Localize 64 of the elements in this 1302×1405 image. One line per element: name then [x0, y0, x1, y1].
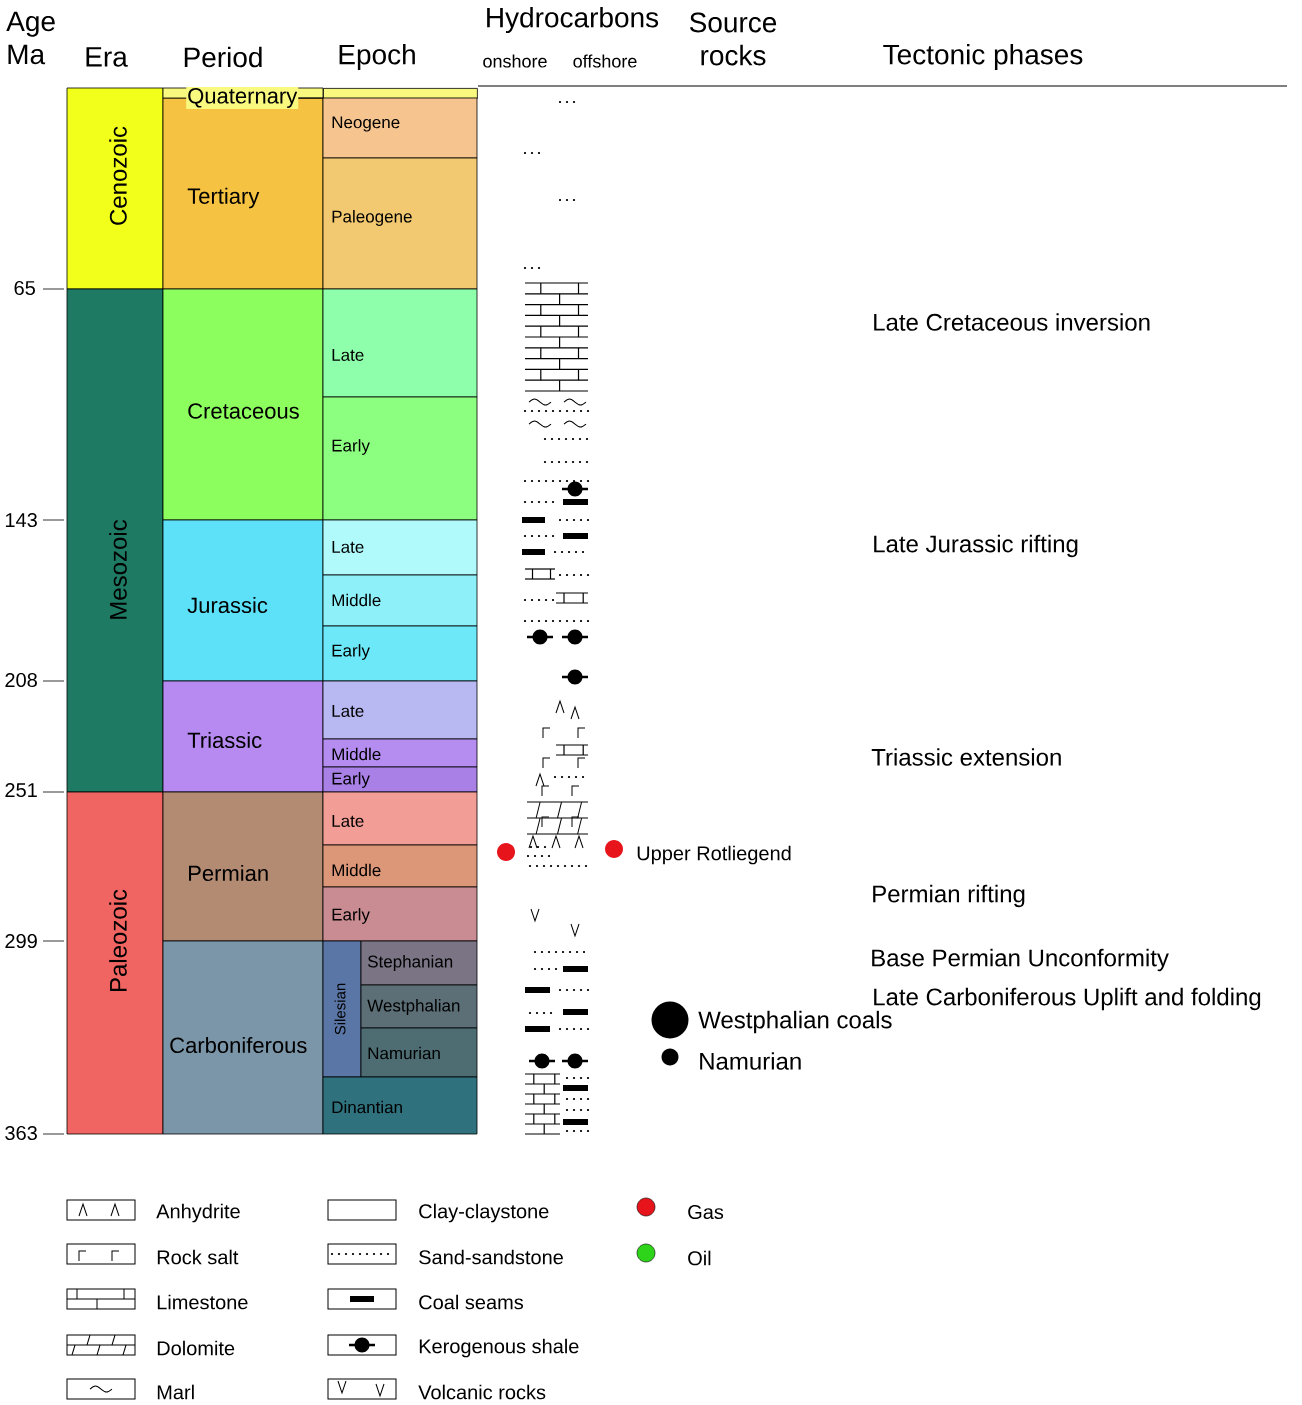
period-cell: Jurassic — [162, 519, 324, 682]
epoch-cell: Early — [322, 396, 478, 521]
epoch-cell: Late — [322, 680, 478, 740]
epoch-cell: Early — [322, 766, 478, 793]
column-subheading: onshore — [483, 54, 547, 68]
phase-label: Triassic extension — [871, 748, 1061, 766]
column-heading: Epoch — [339, 43, 415, 71]
era-band: Cenozoic — [66, 87, 164, 290]
period-cell: Cretaceous — [162, 288, 324, 521]
legend-label: Oil — [688, 1250, 711, 1266]
epoch-cell: Neogene — [322, 97, 478, 159]
era-band: Mesozoic — [66, 288, 164, 793]
phase-label: Late Jurassic rifting — [874, 534, 1078, 558]
column-heading: Source rocks — [689, 12, 777, 66]
column-heading: Tectonic phases — [883, 43, 1083, 71]
column-subheading: offshore — [573, 54, 637, 68]
column-heading: Hydrocarbons — [487, 6, 659, 34]
epoch-cell: Late — [322, 288, 478, 398]
epoch-cell: Paleogene — [322, 157, 478, 290]
age-label: 363 — [5, 1125, 37, 1141]
phase-label: Permian rifting — [873, 884, 1025, 908]
epoch-cell: Dinantian — [322, 1076, 478, 1135]
column-heading: Age Ma — [6, 11, 55, 65]
age-label: 251 — [5, 782, 37, 798]
era-band: Paleozoic — [66, 791, 164, 1135]
column-heading: Period — [184, 46, 262, 68]
leader-line — [298, 97, 324, 99]
legend-label: Volcanic rocks — [418, 1384, 546, 1400]
column-heading: Era — [86, 47, 128, 67]
legend-label: Limestone — [157, 1294, 248, 1310]
phase-label: Base Permian Unconformity — [872, 948, 1169, 972]
epoch-cell: Early — [322, 886, 478, 942]
source-label: Westphalian coals — [698, 1010, 892, 1034]
source-label: Namurian — [700, 1052, 801, 1070]
legend-label: Coal seams — [419, 1294, 524, 1310]
phase-label: Late Cretaceous inversion — [874, 313, 1150, 331]
age-label: 143 — [5, 512, 37, 528]
subperiod-band: Silesian — [322, 940, 362, 1078]
epoch-cell: Middle — [322, 844, 478, 888]
age-label: 208 — [5, 672, 37, 688]
reservoir-label: Upper Rotliegend — [637, 845, 791, 865]
period-cell: Permian — [162, 791, 324, 942]
epoch-cell: Middle — [322, 574, 478, 627]
legend-label: Clay-claystone — [419, 1203, 549, 1223]
epoch-cell: Late — [322, 519, 478, 576]
epoch-cell: Namurian — [360, 1027, 478, 1078]
legend-label: Dolomite — [157, 1340, 235, 1356]
epoch-cell: Late — [322, 791, 478, 846]
period-band: Quaternary — [162, 87, 324, 109]
period-cell: Carboniferous — [162, 940, 324, 1135]
age-label: 299 — [5, 933, 37, 949]
period-cell: Triassic — [162, 680, 324, 793]
legend-label: Marl — [157, 1384, 194, 1400]
legend-label: Gas — [688, 1204, 724, 1220]
age-label: 65 — [14, 280, 35, 296]
legend-label: Sand-sandstone — [419, 1249, 563, 1265]
legend-label: Rock salt — [157, 1249, 239, 1265]
phase-label: Late Carboniferous Uplift and folding — [874, 987, 1261, 1011]
epoch-cell: Westphalian — [360, 984, 478, 1029]
epoch-cell: Early — [322, 625, 478, 682]
epoch-cell: Stephanian — [360, 940, 478, 986]
epoch-cell: Middle — [322, 738, 478, 768]
legend-label: Kerogenous shale — [419, 1338, 579, 1358]
legend-label: Anhydrite — [156, 1203, 240, 1223]
